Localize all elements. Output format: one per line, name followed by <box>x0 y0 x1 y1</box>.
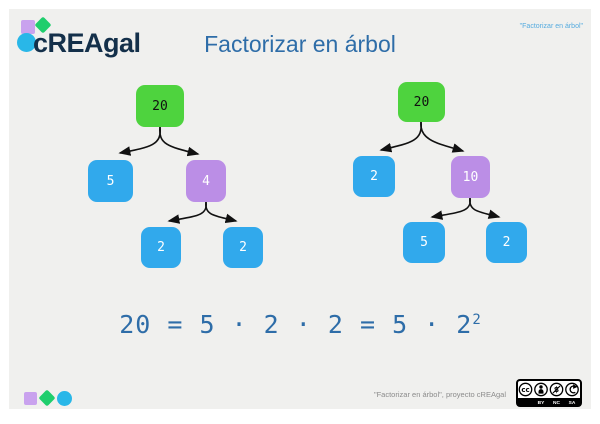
tree-right-grandchild-left-node: 5 <box>403 222 445 263</box>
factorization-equation: 20 = 5 · 2 · 2 = 5 · 22 <box>0 310 600 339</box>
logo-circle-icon <box>17 33 36 52</box>
license-label-sa: SA <box>569 400 576 406</box>
nc-dollar-icon: $ <box>549 382 564 397</box>
tree-right-child-right-node: 10 <box>451 156 490 198</box>
logo-text: cREAgal <box>33 28 141 58</box>
corner-note: "Factorizar en árbol" <box>519 23 583 30</box>
page-title: Factorizar en árbol <box>204 31 396 57</box>
license-label-by: BY <box>538 400 545 406</box>
credit-text: "Factorizar en árbol", proyecto cREAgal <box>373 390 506 399</box>
tree-left-grandchild-right-node: 2 <box>223 227 263 268</box>
logo-square-icon <box>21 20 35 34</box>
footer-circle-icon <box>57 391 72 406</box>
footer-square-icon <box>24 392 37 405</box>
tree-right-grandchild-right-node: 2 <box>486 222 527 263</box>
tree-left-child-right-node: 4 <box>186 160 226 202</box>
tree-left-grandchild-left-node: 2 <box>141 227 181 268</box>
equation-exponent: 2 <box>472 312 481 328</box>
tree-left-child-left-node: 5 <box>88 160 133 202</box>
cc-license-badge: cc $ BY NC SA <box>516 379 582 407</box>
equation-body: 20 = 5 · 2 · 2 = 5 · 2 <box>119 310 473 339</box>
cc-icon: cc <box>518 382 533 397</box>
slide-background <box>9 9 591 409</box>
by-person-icon <box>534 382 548 397</box>
svg-text:cc: cc <box>521 386 529 394</box>
license-label-nc: NC <box>553 400 560 406</box>
sa-share-alike-icon <box>565 382 579 397</box>
tree-left-root-node: 20 <box>136 85 184 127</box>
tree-right-child-left-node: 2 <box>353 156 395 197</box>
tree-right-root-node: 20 <box>398 82 445 122</box>
